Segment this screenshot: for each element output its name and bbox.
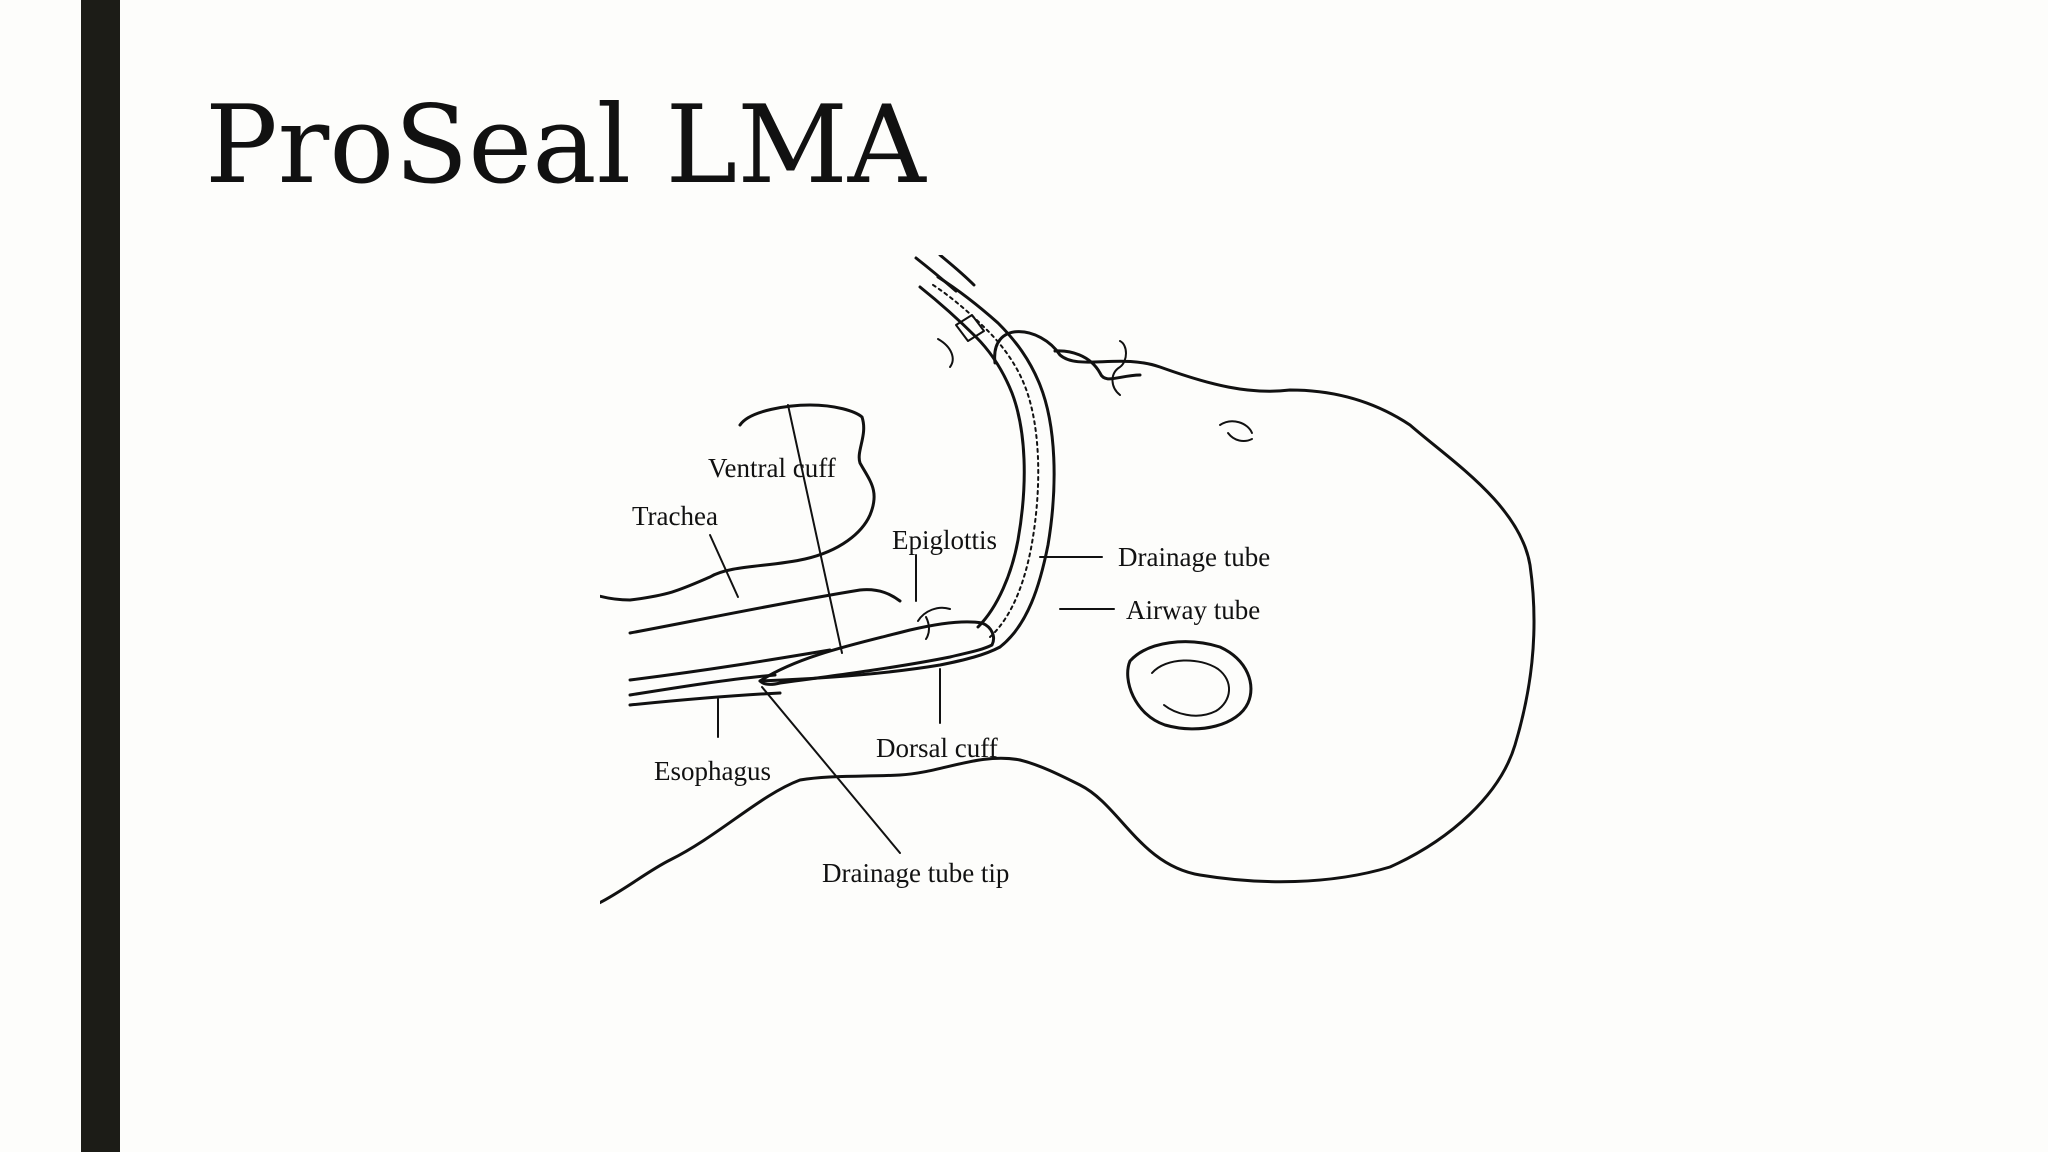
proseal-lma-diagram: Ventral cuff Trachea Epiglottis Drainage… [600, 255, 1536, 905]
nose-outline [1111, 340, 1127, 396]
esophagus-lower-line [628, 691, 782, 707]
leader-ventral-cuff [787, 404, 843, 654]
lip-outline [1053, 349, 1142, 381]
label-drainage-tube-tip: Drainage tube tip [822, 858, 1009, 888]
tube-top-a [914, 256, 958, 293]
tube-top-b [938, 255, 976, 287]
trachea-upper-line [628, 588, 902, 635]
drainage-tube-line [929, 282, 1040, 638]
dorsal-cuff-shape [758, 645, 1002, 683]
label-epiglottis: Epiglottis [892, 525, 997, 555]
leader-trachea [709, 534, 739, 598]
slide-title: ProSeal LMA [205, 83, 926, 208]
label-dorsal-cuff: Dorsal cuff [876, 733, 998, 763]
airway-tube-inner [918, 285, 1026, 629]
airway-tube-outer [936, 275, 1056, 649]
ventral-cuff-shape [758, 620, 996, 686]
label-trachea: Trachea [632, 501, 718, 531]
label-drainage-tube: Drainage tube [1118, 542, 1270, 572]
head-outline [993, 330, 1536, 884]
ear-outline [1126, 640, 1253, 731]
epiglottis-shape [917, 606, 951, 640]
jaw-outline [600, 403, 876, 602]
trachea-lower-line [628, 648, 832, 682]
accent-side-bar [81, 0, 120, 1152]
neck-outline [600, 756, 1022, 905]
eye-outline [1219, 420, 1253, 442]
label-esophagus: Esophagus [654, 756, 771, 786]
label-airway-tube: Airway tube [1126, 595, 1260, 625]
esophagus-upper-line [628, 673, 777, 697]
bite-block [937, 314, 985, 368]
label-ventral-cuff: Ventral cuff [708, 453, 836, 483]
ear-inner [1151, 659, 1230, 717]
leader-drainage-tube-tip [761, 686, 901, 854]
